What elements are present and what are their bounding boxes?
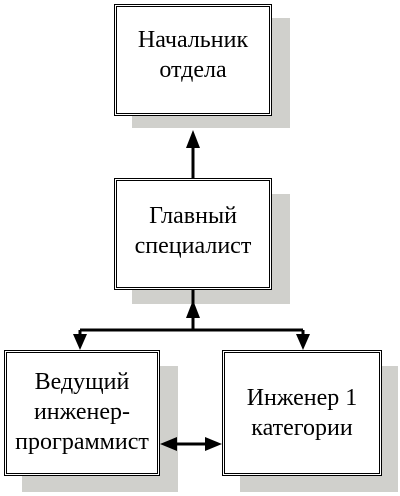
node-lead: Ведущий инженер- программист xyxy=(4,350,160,476)
node-head-label: Начальник отдела xyxy=(137,27,249,83)
node-engineer-label: Инженер 1 категории xyxy=(246,385,358,441)
arrowhead-down-lead xyxy=(73,334,87,350)
node-lead-label: Ведущий инженер- программист xyxy=(15,369,149,455)
arrowhead-down-engineer xyxy=(296,334,310,350)
node-engineer: Инженер 1 категории xyxy=(222,350,382,476)
arrowhead-up-head xyxy=(186,130,200,148)
node-chief: Главный специалист xyxy=(114,178,272,290)
node-head: Начальник отдела xyxy=(114,4,272,116)
arrowhead-right-engineer xyxy=(205,437,222,451)
node-chief-label: Главный специалист xyxy=(134,203,252,259)
